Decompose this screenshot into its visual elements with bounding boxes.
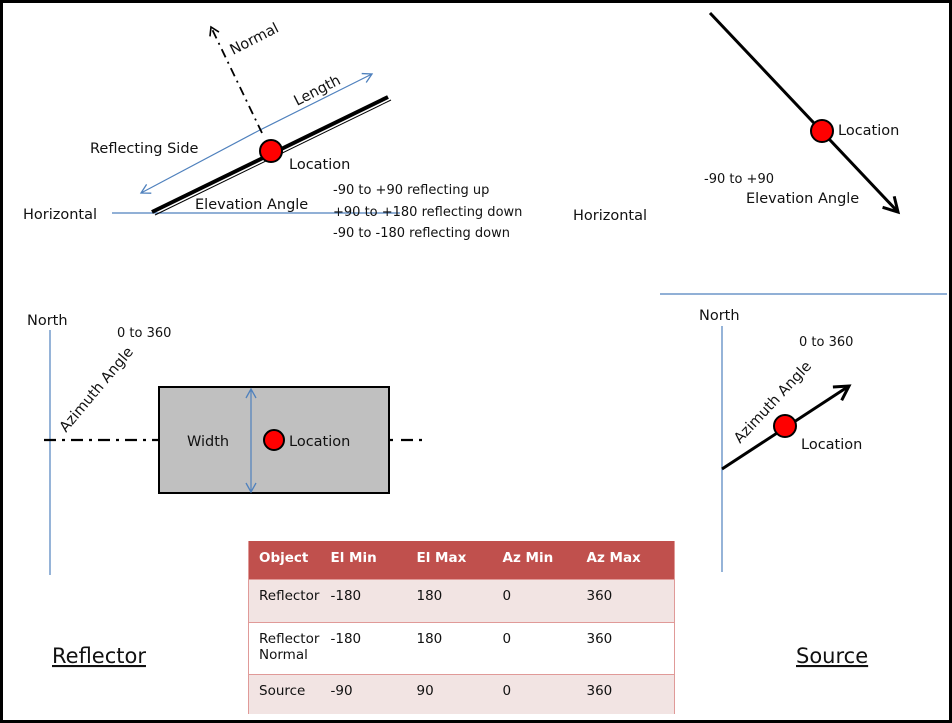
cell-az-max: 360: [576, 578, 675, 622]
table-row: Source -90 90 0 360: [248, 673, 675, 714]
reflector-plan-view: [158, 386, 390, 494]
azimuth-range-label: 0 to 360: [117, 326, 171, 341]
reflector-elevation-panel: Normal Length Reflecting Side Location H…: [23, 20, 522, 241]
cell-az-max: 360: [576, 621, 675, 674]
normal-label: Normal: [228, 20, 282, 58]
cell-object-line1: Reflector: [259, 630, 320, 647]
table-header-row: Object El Min El Max Az Min Az Max: [248, 541, 675, 579]
location-label: Location: [289, 157, 350, 173]
header-el-min: El Min: [320, 541, 407, 579]
horizontal-label: Horizontal: [23, 207, 97, 223]
source-elevation-panel: Location -90 to +90 Elevation Angle Hori…: [573, 11, 901, 224]
elevation-range-up: -90 to +90 reflecting up: [333, 183, 489, 198]
elevation-range-label: -90 to +90: [704, 172, 774, 187]
horizontal-label: Horizontal: [573, 208, 647, 224]
elevation-angle-label: Elevation Angle: [195, 197, 308, 213]
cell-el-max: 90: [406, 673, 493, 714]
reflector-azimuth-panel: North 0 to 360 Azimuth Angle Width Locat…: [27, 313, 424, 575]
location-label: Location: [289, 434, 350, 450]
header-az-min: Az Min: [492, 541, 577, 579]
cell-az-min: 0: [492, 673, 577, 714]
elevation-range-down-positive: +90 to +180 reflecting down: [333, 205, 522, 220]
location-marker: [810, 119, 834, 143]
source-direction-arrow: [708, 11, 901, 215]
source-azimuth-panel: North 0 to 360 Azimuth Angle Location: [699, 308, 862, 572]
location-marker: [263, 429, 285, 451]
cell-el-max: 180: [406, 578, 493, 622]
elevation-angle-label: Elevation Angle: [746, 191, 859, 207]
cell-el-min: -90: [320, 673, 407, 714]
width-label: Width: [187, 434, 229, 450]
reflecting-side-label: Reflecting Side: [90, 141, 199, 157]
location-label: Location: [801, 437, 862, 453]
cell-az-min: 0: [492, 578, 577, 622]
cell-el-min: -180: [320, 621, 407, 674]
cell-el-max: 180: [406, 621, 493, 674]
location-marker: [773, 414, 797, 438]
reflecting-side-arrow: [139, 130, 259, 194]
source-section-title: Source: [796, 644, 868, 668]
location-label: Location: [838, 123, 899, 139]
table-row: Reflector -180 180 0 360: [248, 578, 675, 622]
cell-object: Reflector: [248, 578, 321, 622]
length-label: Length: [292, 73, 344, 110]
north-label: North: [699, 308, 740, 324]
azimuth-angle-label: Azimuth Angle: [57, 344, 137, 435]
angle-limits-table: Object El Min El Max Az Min Az Max Refle…: [248, 541, 675, 714]
cell-object-line2: Normal: [259, 646, 308, 663]
header-object: Object: [248, 541, 321, 579]
length-arrow: [257, 72, 374, 132]
cell-el-min: -180: [320, 578, 407, 622]
location-marker: [259, 139, 283, 163]
elevation-range-down-negative: -90 to -180 reflecting down: [333, 226, 510, 241]
header-az-max: Az Max: [576, 541, 675, 579]
header-el-max: El Max: [406, 541, 493, 579]
reflector-section-title: Reflector: [52, 644, 146, 668]
cell-az-max: 360: [576, 673, 675, 714]
normal-arrow: [209, 25, 263, 134]
azimuth-range-label: 0 to 360: [799, 335, 853, 350]
cell-object: Source: [248, 673, 321, 714]
azimuth-angle-label: Azimuth Angle: [731, 359, 815, 447]
cell-az-min: 0: [492, 621, 577, 674]
north-label: North: [27, 313, 68, 329]
